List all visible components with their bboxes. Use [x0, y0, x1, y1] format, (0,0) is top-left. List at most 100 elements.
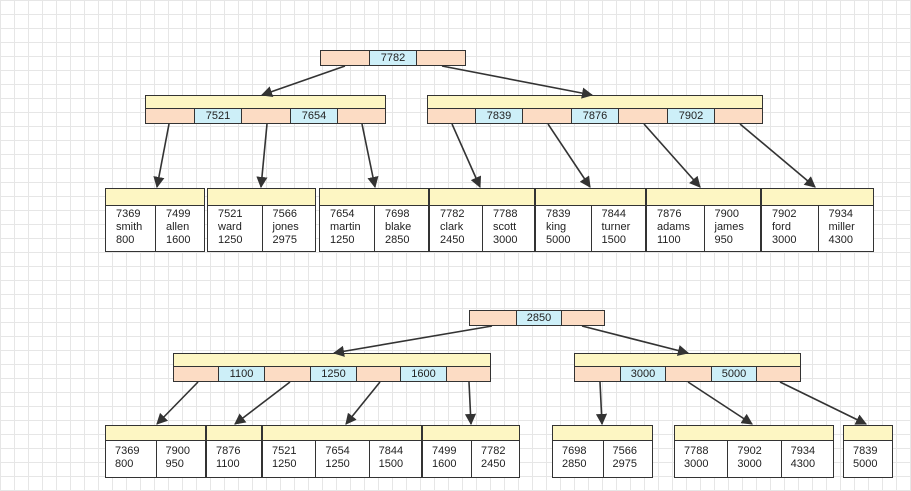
record-key: 7698: [562, 445, 587, 457]
tree2-edge: [345, 381, 381, 425]
record-key: 7902: [737, 445, 762, 457]
record-value: 2975: [272, 234, 297, 246]
key-cell: 7782: [369, 50, 417, 66]
tree1-edge: [441, 65, 594, 99]
tree1-edge: [547, 123, 591, 188]
record-value: 1600: [166, 234, 191, 246]
record-key: 7499: [166, 208, 191, 220]
tree2-edge: [234, 381, 291, 425]
tree1-edge: [361, 123, 379, 189]
record-name: scott: [493, 221, 517, 233]
tree1-edge: [451, 123, 482, 189]
record-name: james: [714, 221, 744, 233]
key-cell: 7654: [290, 108, 338, 124]
record-key: 7521: [218, 208, 243, 220]
tree2-edge: [779, 381, 868, 425]
record-value: 1250: [325, 458, 350, 470]
key-cell: 7839: [475, 108, 523, 124]
record-key: 7934: [790, 445, 816, 457]
record-value: 1600: [432, 458, 457, 470]
record-key: 7839: [546, 208, 571, 220]
record-key: 7788: [684, 445, 709, 457]
record-key: 7521: [272, 445, 297, 457]
record-name: turner: [601, 221, 631, 233]
record-value: 5000: [853, 458, 878, 470]
record-value: 2450: [481, 458, 506, 470]
record-key: 7934: [828, 208, 853, 220]
tree1-edge: [260, 65, 346, 97]
record-key: 7566: [612, 445, 637, 457]
record-value: 3000: [772, 234, 797, 246]
record-value: 800: [116, 234, 135, 246]
record-value: 2450: [440, 234, 465, 246]
record-key: 7900: [714, 208, 739, 220]
record-name: ford: [772, 221, 791, 233]
record-value: 3000: [684, 458, 709, 470]
record-key: 7839: [853, 445, 878, 457]
tree1-edge: [153, 123, 170, 189]
key-cell: 7902: [667, 108, 715, 124]
tree1-edge: [256, 123, 268, 189]
record-value: 3000: [493, 234, 518, 246]
record-name: blake: [385, 221, 412, 233]
record-value: 3000: [737, 458, 762, 470]
record-name: clark: [440, 221, 464, 233]
tree1-edge: [643, 123, 701, 188]
record-value: 800: [115, 458, 134, 470]
record-key: 7876: [657, 208, 682, 220]
key-cell: 5000: [711, 366, 757, 382]
tree2-edge: [464, 381, 477, 426]
record-key: 7902: [772, 208, 797, 220]
key-cell: 7521: [194, 108, 242, 124]
record-key: 7566: [272, 208, 297, 220]
key-cell: 7876: [571, 108, 619, 124]
record-key: 7369: [116, 208, 141, 220]
tree2-edge: [595, 381, 608, 426]
record-value: 4300: [790, 458, 816, 470]
key-cell: 3000: [620, 366, 666, 382]
record-key: 7782: [440, 208, 465, 220]
record-value: 2850: [562, 458, 587, 470]
record-value: 1250: [330, 234, 355, 246]
record-key: 7788: [493, 208, 518, 220]
record-value: 1500: [378, 458, 404, 470]
key-cell: 1100: [218, 366, 265, 382]
key-cell: 2850: [516, 310, 562, 326]
record-name: smith: [116, 221, 143, 233]
record-value: 950: [714, 234, 733, 246]
key-cell: 1600: [400, 366, 447, 382]
record-name: miller: [828, 221, 855, 233]
record-key: 7876: [216, 445, 241, 457]
tree2-edge: [581, 325, 690, 356]
record-name: allen: [166, 221, 190, 233]
record-value: 5000: [546, 234, 571, 246]
record-value: 4300: [828, 234, 853, 246]
record-name: king: [546, 221, 567, 233]
tree1-edge: [739, 123, 816, 188]
record-value: 1250: [218, 234, 243, 246]
record-value: 1500: [601, 234, 626, 246]
